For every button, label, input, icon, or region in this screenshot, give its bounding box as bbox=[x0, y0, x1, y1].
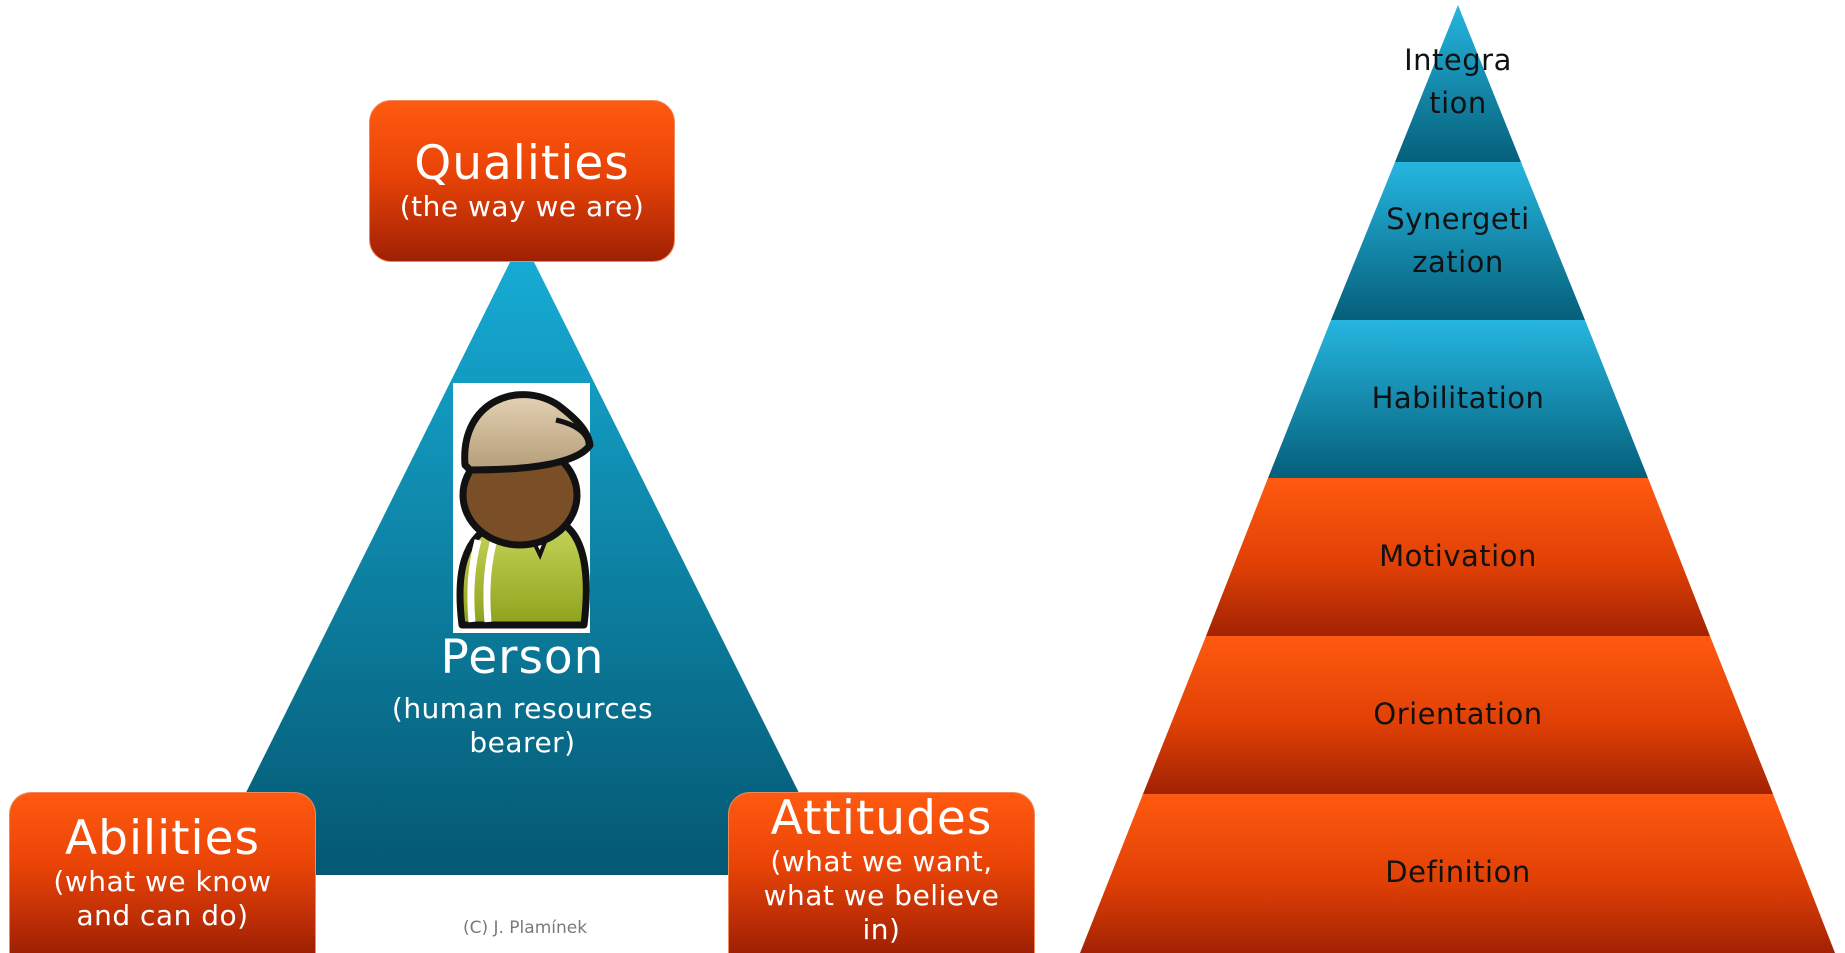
person-title: Person bbox=[440, 630, 605, 685]
person-with-cap-icon bbox=[453, 383, 594, 633]
pyramid-level-integration bbox=[1395, 5, 1521, 162]
pyramid-label-orientation: Orientation bbox=[1373, 697, 1543, 731]
attitudes-box: Attitudes (what we want, what we believe… bbox=[728, 792, 1035, 953]
attitudes-subtitle-line1: (what we want, bbox=[770, 845, 993, 878]
pyramid-level-orientation bbox=[1143, 636, 1773, 794]
attitudes-subtitle-line2: what we believe bbox=[763, 879, 1000, 912]
pyramid-level-motivation bbox=[1206, 478, 1710, 636]
person-subtitle-line1: (human resources bbox=[391, 692, 654, 725]
pyramid-label-line1: Integra bbox=[1404, 43, 1512, 77]
pyramid-label-integration: Integra tion bbox=[1328, 39, 1588, 125]
pyramid-label-definition: Definition bbox=[1385, 855, 1531, 889]
abilities-title: Abilities bbox=[64, 811, 261, 866]
pyramid-label-line2: tion bbox=[1429, 86, 1487, 120]
pyramid-label-synergetization: Synergeti zation bbox=[1328, 198, 1588, 284]
qualities-title: Qualities bbox=[414, 136, 630, 191]
qualities-box: Qualities (the way we are) bbox=[369, 100, 675, 262]
attitudes-subtitle-line3: in) bbox=[862, 913, 901, 946]
attitudes-title: Attitudes bbox=[770, 791, 993, 846]
pyramid-level-synergetization bbox=[1331, 162, 1585, 320]
pyramid-level-habilitation bbox=[1268, 320, 1648, 478]
abilities-subtitle-line1: (what we know bbox=[53, 865, 272, 898]
copyright-note: (C) J. Plamínek bbox=[462, 918, 588, 938]
qualities-subtitle: (the way we are) bbox=[399, 190, 645, 223]
pyramid-label-line2: zation bbox=[1412, 245, 1504, 279]
pyramid-label-line1: Synergeti bbox=[1386, 202, 1530, 236]
pyramid-label-habilitation: Habilitation bbox=[1371, 381, 1545, 415]
pyramid bbox=[1080, 5, 1835, 953]
abilities-subtitle-line2: and can do) bbox=[76, 899, 249, 932]
pyramid-label-motivation: Motivation bbox=[1379, 539, 1537, 573]
abilities-box: Abilities (what we know and can do) bbox=[9, 792, 316, 953]
person-subtitle: (human resources bearer) bbox=[370, 692, 675, 760]
pyramid-level-definition bbox=[1080, 794, 1835, 953]
person-subtitle-line2: bearer) bbox=[469, 726, 576, 759]
